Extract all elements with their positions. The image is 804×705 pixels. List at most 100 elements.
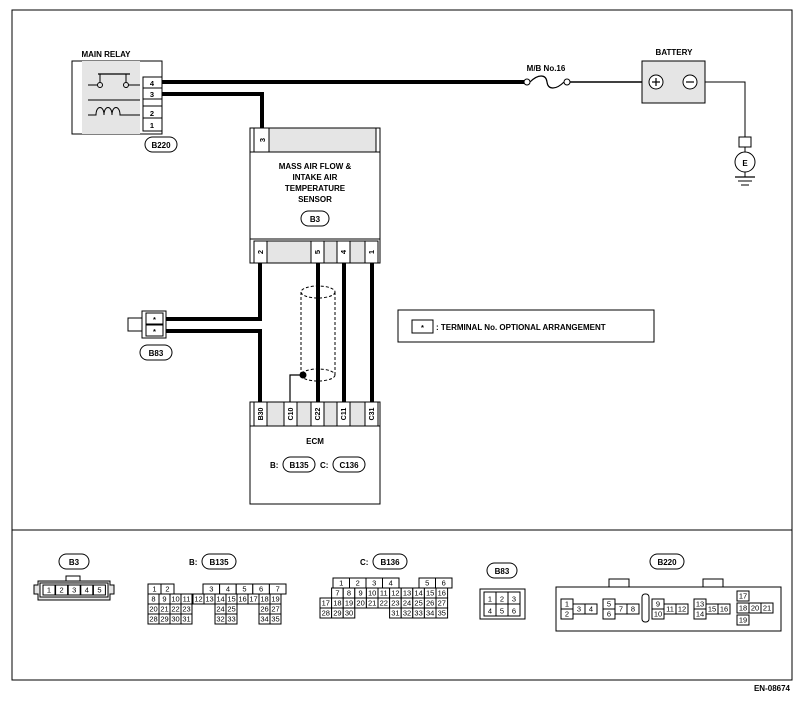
cv-b83-pin: 2: [500, 595, 504, 604]
cv-b220-pin-cell: [626, 603, 640, 615]
ecm-label: ECM: [306, 437, 324, 446]
relay-coil-icon: [88, 107, 140, 116]
cv-b135-pin: 17: [249, 595, 257, 604]
cv-b135-pin: 4: [226, 585, 230, 594]
cv-b135-tag: B135: [209, 558, 229, 567]
diagram-frame: [11, 9, 793, 681]
ecm-pin-c31: C31: [369, 407, 376, 420]
cv-b3-pin: 3: [72, 586, 76, 595]
cv-b135-pin: 26: [260, 605, 268, 614]
cv-b220-pin: 12: [678, 605, 686, 614]
cv-b136-pin: 1: [339, 579, 343, 588]
cv-b136-pin: 29: [333, 609, 341, 618]
cv-b3-pin-cell: [80, 584, 94, 596]
cv-b136-pin: 12: [391, 589, 399, 598]
fuse-icon: [529, 75, 565, 89]
wire-relay-to-maf: [162, 92, 264, 128]
doc-id: EN-08674: [754, 684, 791, 693]
cv-b136-pin: 13: [403, 589, 411, 598]
cv-b136-pin: 28: [322, 609, 330, 618]
b83-connector: * * B83: [127, 310, 173, 361]
cv-b135-pin: 35: [271, 615, 279, 624]
cv-b136-pin: 32: [403, 609, 411, 618]
cv-b135-pin: 2: [165, 585, 169, 594]
relay-contact-icon: [97, 82, 103, 88]
cv-b136-pin: 35: [438, 609, 446, 618]
cv-b135-pin: 29: [160, 615, 168, 624]
cv-b135-pin: 34: [260, 615, 268, 624]
cv-b135-pin: 19: [271, 595, 279, 604]
maf-pin-4: 4: [339, 249, 348, 254]
ecm-pin-c10: C10: [288, 407, 295, 420]
shield: [289, 285, 336, 402]
cv-b220-pin-cell: [736, 590, 750, 602]
cv-b136-pin: 15: [426, 589, 434, 598]
wire-maf2-to-b83: [166, 263, 262, 321]
cv-b3-pin: 5: [97, 586, 101, 595]
cv-b136-pin: 22: [380, 599, 388, 608]
cv-b136-pin: 7: [335, 589, 339, 598]
b83-pin-b: *: [153, 327, 156, 336]
cv-b220-pin: 15: [708, 605, 716, 614]
cv-b83-pin: 1: [488, 595, 492, 604]
cv-b220-pin: 13: [696, 600, 704, 609]
fuse-terminal-icon: [523, 78, 531, 86]
maf-sensor: 3 MASS AIR FLOW & INTAKE AIR TEMPERATURE…: [249, 127, 381, 264]
relay-pin-4: 4: [150, 79, 155, 88]
cv-b220-pin: 6: [607, 610, 611, 619]
cv-b220-pin: 3: [577, 605, 581, 614]
maf-name-line2: INTAKE AIR: [293, 173, 338, 182]
cv-b3-pin-cell: [55, 584, 69, 596]
cv-b220-pin-cell: [584, 603, 598, 615]
ecm-conn-b-prefix: B:: [270, 461, 278, 470]
cv-b136-pin: 26: [426, 599, 434, 608]
cv-b136-pin: 3: [372, 579, 376, 588]
cv-b135-pin: 22: [171, 605, 179, 614]
cv-b220-pin: 7: [619, 605, 623, 614]
maf-pin-3: 3: [258, 138, 267, 142]
cv-b135-pin: 33: [227, 615, 235, 624]
cv-b136-pin: 18: [333, 599, 341, 608]
cv-b135-pin-cell: [180, 613, 193, 625]
cv-b136-pin: 14: [414, 589, 422, 598]
cv-b220-pin-cell: [760, 602, 774, 614]
cv-b136-pin: 31: [391, 609, 399, 618]
relay-pin-2: 2: [150, 109, 154, 118]
cv-b220-pin: 18: [739, 604, 747, 613]
cv-b136-pin: 23: [391, 599, 399, 608]
cv-b220-pin: 21: [763, 604, 771, 613]
maf-name-line4: SENSOR: [298, 195, 332, 204]
cv-b83-pin: 3: [512, 595, 516, 604]
cv-b135-pin-cell: [269, 613, 282, 625]
ecm-pin-b30: B30: [258, 407, 265, 420]
cv-b135-pin: 6: [259, 585, 263, 594]
cv-b135-pin: 30: [171, 615, 179, 624]
maf-connector-tag: B3: [310, 215, 321, 224]
cv-b135-pin: 20: [149, 605, 157, 614]
battery-label: BATTERY: [656, 48, 694, 57]
cv-b136-pin: 19: [345, 599, 353, 608]
shield-junction-icon: [299, 371, 307, 379]
cv-b83-pin: 6: [512, 607, 516, 616]
cv-b136-pin: 20: [356, 599, 364, 608]
cv-b135-pin: 32: [216, 615, 224, 624]
cv-b135-pin: 13: [205, 595, 213, 604]
battery: BATTERY E: [641, 48, 756, 186]
relay-connector-tag: B220: [151, 141, 171, 150]
ecm-conn-c-tag: C136: [339, 461, 359, 470]
cv-b220-pin: 11: [666, 605, 674, 614]
cv-b136-pin: 2: [356, 579, 360, 588]
cv-b136-pin-cell: [435, 607, 449, 619]
cv-b136-pin: 11: [380, 589, 388, 598]
cv-b220-pin: 16: [720, 605, 728, 614]
legend-symbol: *: [421, 323, 424, 332]
cv-b135-pin: 1: [152, 585, 156, 594]
ecm-conn-c-prefix: C:: [320, 461, 328, 470]
cv-b136-prefix: C:: [360, 558, 368, 567]
cv-b83-pin-cell: [507, 603, 521, 617]
